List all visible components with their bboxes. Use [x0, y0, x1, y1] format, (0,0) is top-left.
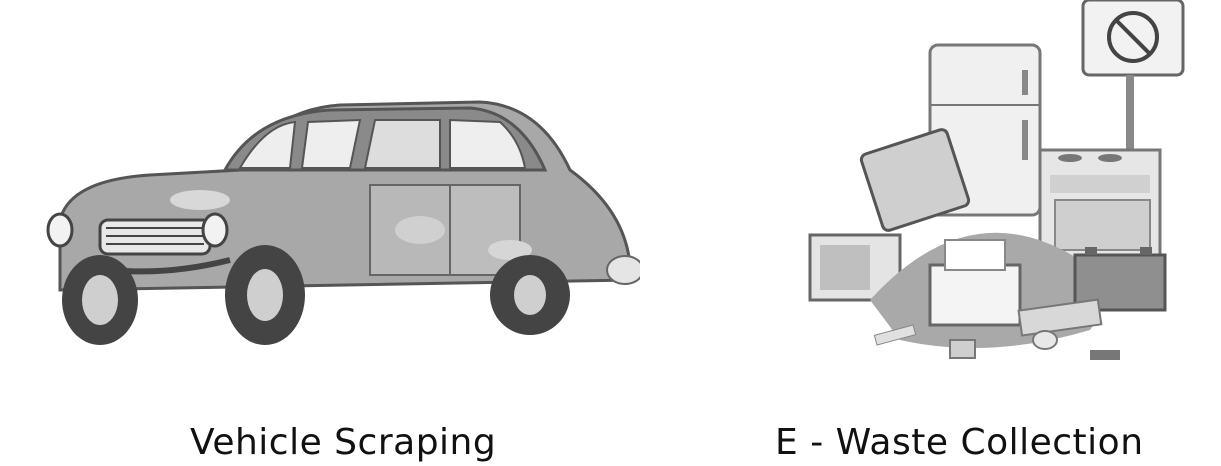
e-waste-pile-icon	[808, 0, 1185, 360]
scrap-car-icon	[46, 100, 640, 345]
vehicle-scraping-caption: Vehicle Scraping	[190, 422, 497, 463]
vehicle-scraping-card: Vehicle Scraping	[46, 100, 640, 463]
e-waste-collection-caption: E - Waste Collection	[775, 422, 1144, 463]
e-waste-collection-card: E - Waste Collection	[700, 0, 1221, 464]
